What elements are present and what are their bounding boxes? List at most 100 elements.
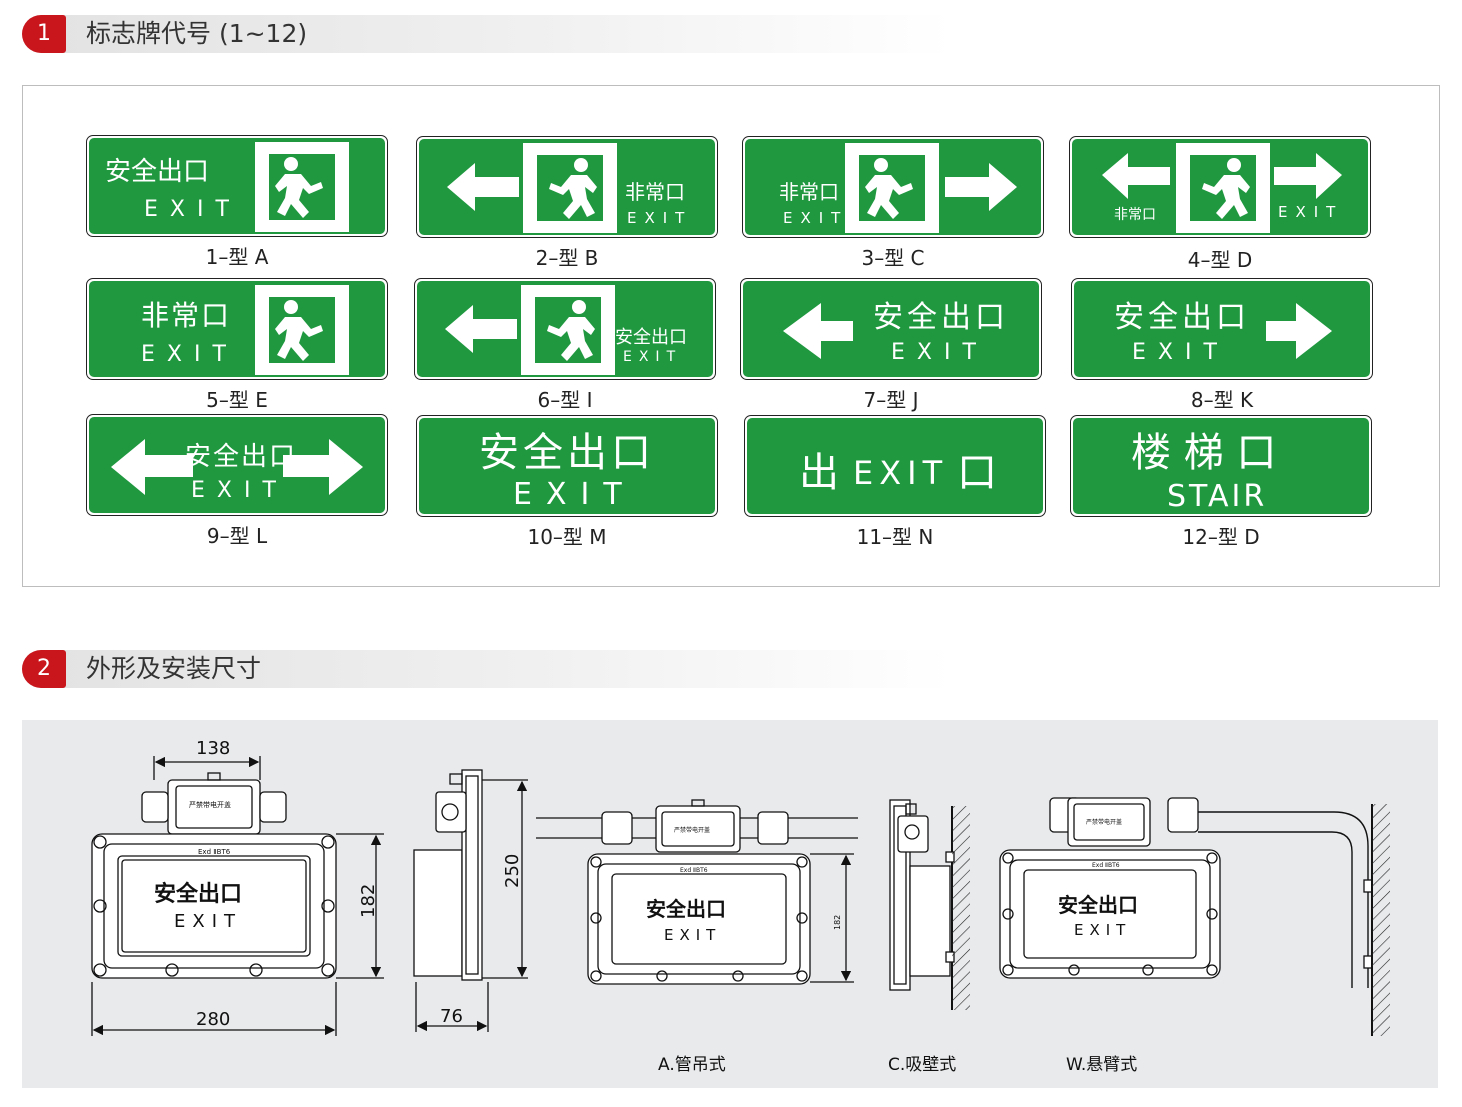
wall-mount-view	[889, 799, 955, 1010]
technical-drawing: 138 严禁带电开盖 Exd ⅡBT6 安全出口 EXIT 182 280 25…	[91, 738, 1390, 1075]
running-man-door-icon	[523, 143, 617, 233]
sign-cn-left-text: 出	[799, 450, 839, 496]
exit-sign-stair-art: 楼 梯 口 STAIR	[1131, 430, 1276, 514]
sign-en-text: EXIT	[144, 197, 241, 222]
rating-text-w: Exd ⅡBT6	[1092, 862, 1120, 869]
sign-code-panel: 安全出口 EXIT 1–型 A 非常口 EXIT 2–型 B	[22, 85, 1440, 587]
section-number-2: 2	[22, 650, 66, 688]
sign-cn-text: 非常口	[625, 180, 685, 204]
running-man-door-icon	[845, 143, 939, 233]
section-header-2: 2 外形及安装尺寸	[22, 650, 952, 688]
arrow-right-icon	[1266, 303, 1332, 359]
running-man-door-icon	[521, 285, 615, 375]
sign-cn-text: 安全出口	[615, 327, 687, 348]
exit-sign-a-art: 安全出口 EXIT	[105, 142, 349, 232]
panel-cn-text: 安全出口	[154, 881, 242, 907]
arrow-right-icon	[1274, 153, 1342, 199]
sign-cn-text: 安全出口	[1114, 300, 1250, 335]
sign-en-text: EXIT	[853, 454, 948, 492]
sign-en-text: EXIT	[1278, 203, 1343, 221]
running-man-door-icon	[255, 142, 349, 232]
sign-en-text: EXIT	[1132, 340, 1229, 365]
sign-caption: 3–型 C	[861, 246, 925, 270]
arrow-left-icon	[445, 305, 517, 353]
sign-caption: 1–型 A	[205, 245, 269, 269]
sign-type-d: 非常口 EXIT 4–型 D	[1069, 136, 1371, 272]
dim-height-side: 250	[502, 854, 523, 888]
side-view	[413, 769, 528, 1032]
dim-width-bottom: 280	[196, 1009, 230, 1030]
dim-width-top: 138	[196, 738, 230, 759]
section-title-2: 外形及安装尺寸	[86, 654, 262, 683]
sign-en-text: EXIT	[627, 209, 692, 227]
sign-caption: 12–型 D	[1182, 525, 1260, 549]
exit-sign-m-art: 安全出口 EXIT	[479, 430, 655, 512]
exit-sign-e-art: 非常口 EXIT	[141, 285, 349, 375]
wall-hatch-w	[1372, 804, 1390, 1036]
sign-cn-text: 安全出口	[105, 157, 209, 187]
sign-caption: 6–型 I	[537, 388, 593, 412]
section-title-1: 标志牌代号 (1~12)	[86, 19, 308, 48]
wall-hatch-c	[952, 806, 970, 1010]
box-warning-text: 严禁带电开盖	[189, 800, 231, 809]
panel-en-text-w: EXIT	[1074, 921, 1131, 939]
sign-type-b: 非常口 EXIT 2–型 B	[416, 136, 718, 270]
sign-type-k: 安全出口 EXIT 8–型 K	[1071, 278, 1373, 412]
box-warning-text-w: 严禁带电开盖	[1086, 818, 1122, 826]
sign-type-n: 出 EXIT 口 11–型 N	[744, 415, 1046, 549]
sign-cn-text: 非常口	[779, 180, 839, 204]
mount-label-w: W.悬臂式	[1066, 1055, 1137, 1075]
sign-en-text: EXIT	[513, 477, 636, 512]
sign-cn-right-text: 口	[957, 450, 997, 496]
exit-sign-k-art: 安全出口 EXIT	[1114, 300, 1332, 365]
dim-small-182: 182	[833, 915, 842, 930]
rating-text: Exd ⅡBT6	[198, 848, 231, 856]
sign-type-i: 安全出口 EXIT 6–型 I	[414, 278, 716, 412]
mount-label-c: C.吸壁式	[888, 1055, 956, 1075]
sign-caption: 10–型 M	[527, 525, 607, 549]
exit-sign-j-art: 安全出口 EXIT	[783, 300, 1009, 365]
dim-height-front: 182	[358, 884, 379, 918]
mount-label-a: A.管吊式	[658, 1055, 726, 1075]
sign-type-l: 安全出口 EXIT 9–型 L	[86, 414, 388, 548]
exit-sign-b-art: 非常口 EXIT	[447, 143, 692, 233]
arrow-left-icon	[1102, 153, 1170, 199]
sign-cn-text: 安全出口	[185, 442, 297, 472]
arrow-left-icon	[447, 163, 519, 211]
sign-cn-text: 安全出口	[479, 430, 655, 476]
section-number-1: 1	[22, 15, 66, 53]
exit-sign-d-art: 非常口 EXIT	[1102, 143, 1343, 233]
sign-type-d-stair: 楼 梯 口 STAIR 12–型 D	[1070, 415, 1372, 549]
sign-en-text: EXIT	[783, 209, 848, 227]
sign-caption: 4–型 D	[1187, 248, 1253, 272]
arrow-left-icon	[783, 303, 853, 359]
panel-cn-text-w: 安全出口	[1058, 893, 1138, 917]
exit-sign-i-art: 安全出口 EXIT	[445, 285, 687, 375]
sign-type-m: 安全出口 EXIT 10–型 M	[416, 415, 718, 549]
front-view	[91, 756, 384, 1036]
exit-sign-l-art: 安全出口 EXIT	[111, 439, 363, 503]
sign-caption: 9–型 L	[206, 524, 268, 548]
pipe-mount-view	[536, 799, 858, 985]
sign-type-a: 安全出口 EXIT 1–型 A	[86, 135, 388, 269]
sign-caption: 2–型 B	[535, 246, 599, 270]
sign-caption: 11–型 N	[856, 525, 934, 549]
sign-en-text: EXIT	[191, 478, 288, 503]
panel-en-text-a: EXIT	[664, 926, 721, 944]
cantilever-mount-view	[999, 797, 1373, 1036]
sign-caption: 8–型 K	[1190, 388, 1254, 412]
dim-depth-side: 76	[440, 1006, 463, 1027]
exit-sign-n-art: 出 EXIT 口	[799, 450, 997, 496]
sign-en-text: EXIT	[141, 342, 238, 367]
rating-text-a: Exd ⅡBT6	[680, 867, 708, 874]
sign-cn-text: 楼 梯 口	[1131, 430, 1276, 476]
exit-sign-c-art: 非常口 EXIT	[779, 143, 1017, 233]
panel-cn-text-a: 安全出口	[646, 897, 726, 921]
running-man-door-icon	[255, 285, 349, 375]
sign-cn-text: 安全出口	[873, 300, 1009, 335]
sign-cn-text: 非常口	[1114, 207, 1156, 223]
sign-en-text: EXIT	[891, 340, 988, 365]
arrow-left-icon	[111, 439, 193, 495]
sign-caption: 5–型 E	[206, 388, 268, 412]
section-header-1: 1 标志牌代号 (1~12)	[22, 15, 952, 53]
